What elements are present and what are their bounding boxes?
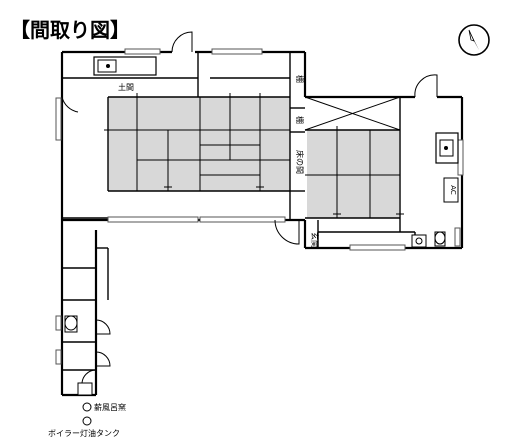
- ac-unit: [443, 177, 459, 203]
- boiler-label: ボイラー灯油タンク: [48, 428, 120, 438]
- room-label-tokonoma: 床の間: [295, 150, 305, 174]
- void-mark: [304, 96, 401, 131]
- compass-icon: [458, 24, 490, 56]
- doors: [61, 31, 438, 385]
- kitchen-counter: [435, 132, 459, 164]
- fixture-circles: [82, 402, 92, 426]
- room-label-doma: 土間: [118, 82, 134, 92]
- page-title: 【間取り図】: [10, 18, 130, 42]
- washbasin-icon: [411, 234, 427, 248]
- ac-label: AC: [449, 185, 457, 195]
- windows: [55, 48, 464, 365]
- pillar-marks: [104, 93, 404, 218]
- tatami-lines: [108, 97, 400, 218]
- tatami-area: [108, 97, 399, 218]
- toilet-icon: [64, 231, 446, 333]
- kitchen-sink: [93, 56, 157, 76]
- room-label-tana2: 棚: [295, 116, 305, 124]
- room-label-tana1: 棚: [295, 75, 305, 83]
- room-label-genkan: 玄関: [310, 232, 320, 248]
- bath-label: 薪風呂窯: [94, 402, 126, 412]
- bath-tub: [77, 382, 93, 396]
